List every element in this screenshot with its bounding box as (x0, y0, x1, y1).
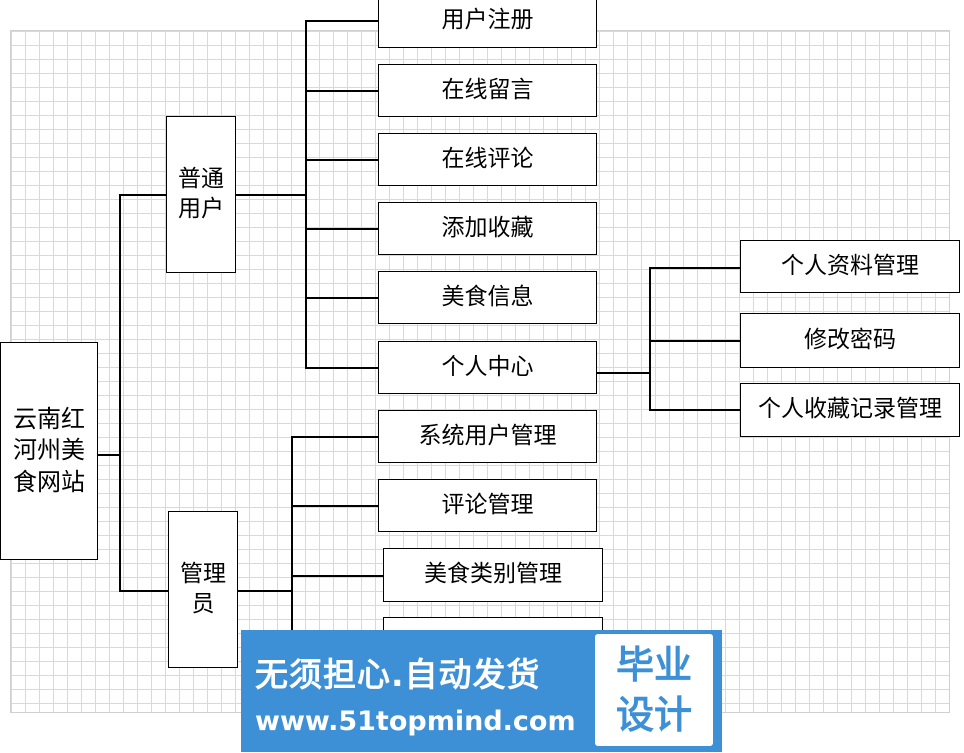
watermark-badge-line1: 毕业 (615, 643, 692, 687)
node-personal-center: 个人中心 (378, 341, 597, 394)
user-branch-node: 普通 用户 (166, 116, 236, 273)
watermark-slogan: 无须担心.自动发货 (255, 655, 541, 694)
watermark-banner: 无须担心.自动发货 www.51topmind.com 毕业 设计 (241, 630, 722, 752)
watermark-badge-line2: 设计 (615, 693, 692, 737)
node-online-message: 在线留言 (378, 64, 597, 117)
watermark-badge: 毕业 设计 (595, 634, 713, 746)
node-user-register: 用户注册 (378, 0, 597, 48)
node-comment-management: 评论管理 (378, 479, 597, 532)
node-change-password: 修改密码 (740, 313, 960, 368)
node-online-comment: 在线评论 (378, 133, 597, 186)
root-node: 云南红 河州美 食网站 (0, 342, 98, 560)
node-food-info: 美食信息 (378, 271, 597, 324)
node-add-favorite: 添加收藏 (378, 202, 597, 255)
admin-branch-node: 管理 员 (168, 511, 238, 668)
node-profile-management: 个人资料管理 (740, 240, 960, 293)
node-system-user-management: 系统用户管理 (378, 410, 597, 463)
watermark-url: www.51topmind.com (255, 706, 576, 737)
node-food-category-management: 美食类别管理 (383, 548, 603, 602)
node-favorite-records: 个人收藏记录管理 (740, 383, 960, 437)
